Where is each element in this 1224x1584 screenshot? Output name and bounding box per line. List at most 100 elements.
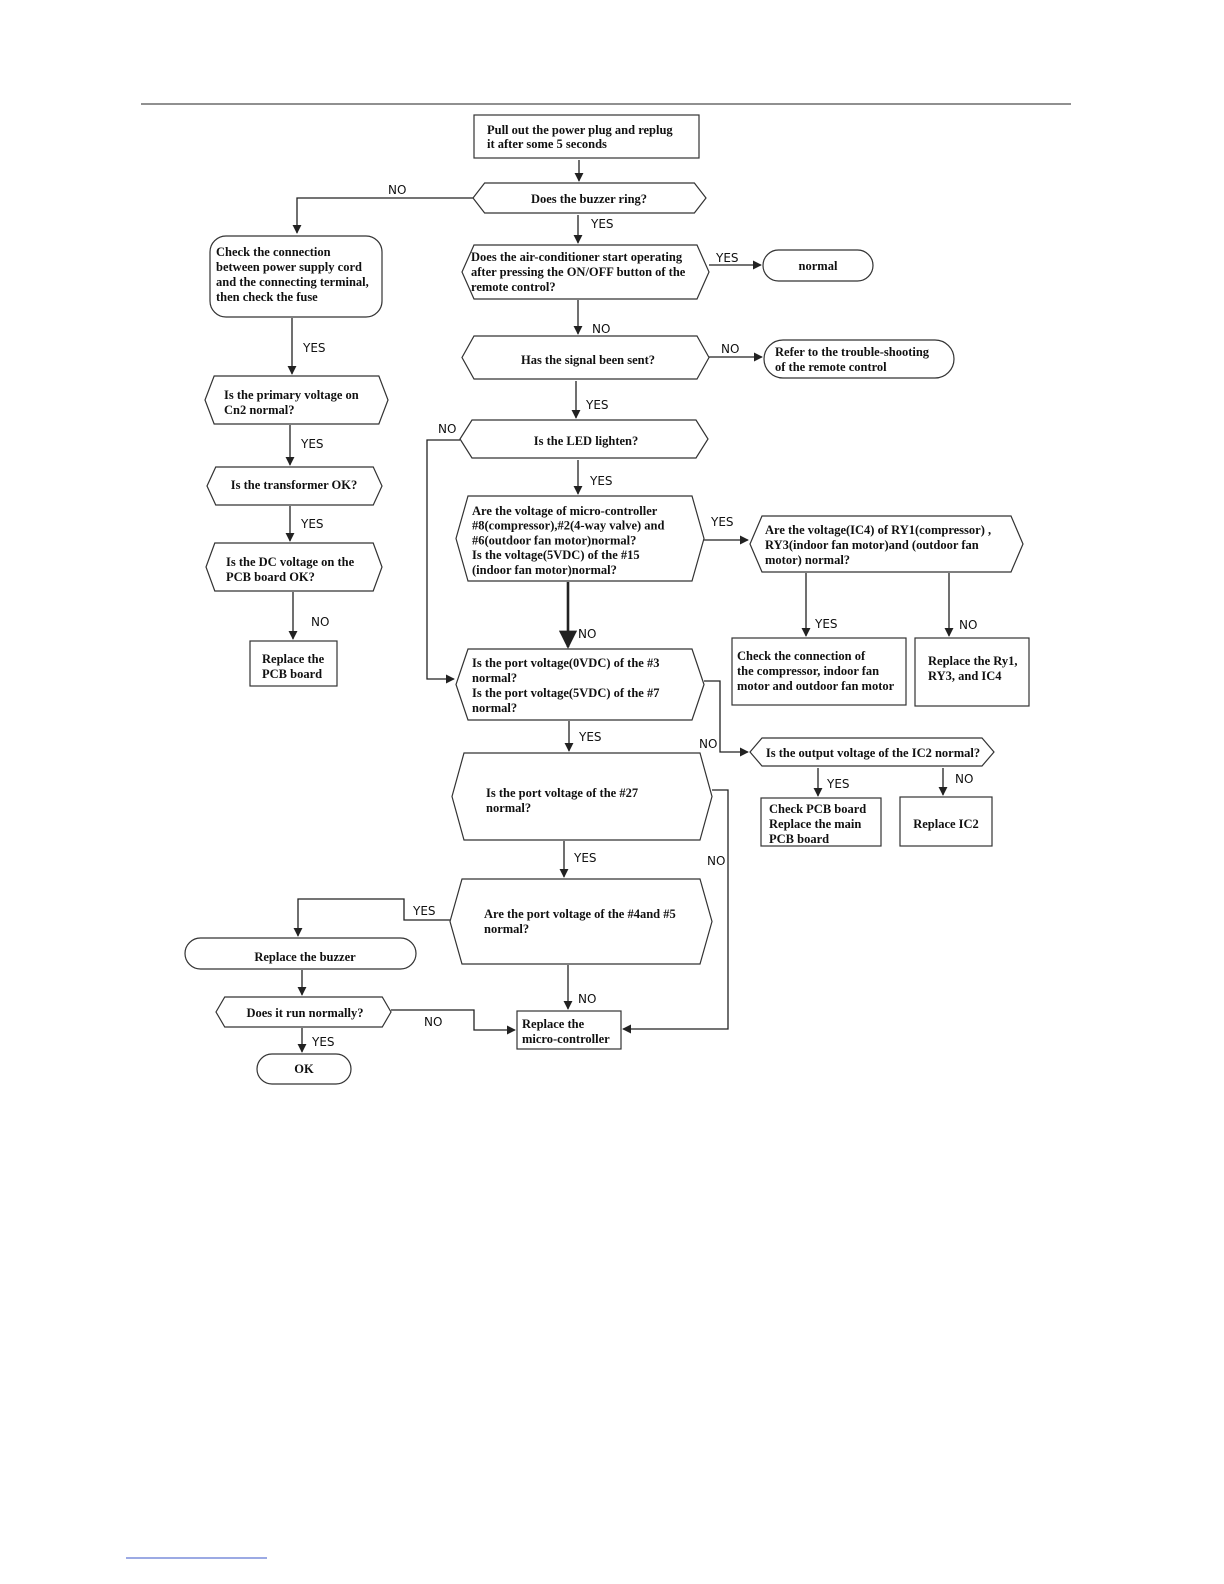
decision-shape	[206, 466, 383, 506]
node-text-line: Cn2 normal?	[224, 403, 295, 417]
edge-label-yes: YES	[710, 515, 734, 529]
decision-shape	[455, 495, 705, 582]
node-text-line: Is the port voltage of the #27	[486, 786, 638, 800]
edge-label-no: NO	[424, 1015, 442, 1029]
edge-label-yes: YES	[311, 1035, 335, 1049]
edge-label-yes: YES	[300, 437, 324, 451]
edge-label-yes: YES	[573, 851, 597, 865]
rect-shape	[731, 637, 907, 706]
edge-label-no: NO	[955, 772, 973, 786]
node-text-line: remote control?	[471, 280, 556, 294]
edge-label-no: NO	[721, 342, 739, 356]
rounded-shape	[209, 235, 383, 318]
node-text-line: Is the voltage(5VDC) of the #15	[472, 548, 640, 562]
node-signal: Has the signal been sent?	[461, 335, 710, 380]
node-micro-voltage: Are the voltage of micro-controller#8(co…	[455, 495, 705, 582]
node-replace-buzzer: Replace the buzzer	[184, 937, 417, 970]
edge-label-no: NO	[578, 627, 596, 641]
edge-label-yes: YES	[590, 217, 614, 231]
node-normal: normal	[762, 249, 874, 282]
node-text-line: #8(compressor),#2(4-way valve) and	[472, 519, 664, 533]
node-text-line: #6(outdoor fan motor)normal?	[472, 533, 636, 547]
node-text-line: PCB board	[769, 832, 829, 846]
node-text-line: OK	[294, 1062, 314, 1076]
node-text-line: RY3(indoor fan motor)and (outdoor fan	[765, 538, 979, 552]
node-ic4: Are the voltage(IC4) of RY1(compressor) …	[749, 515, 1024, 573]
terminal-shape	[762, 249, 874, 282]
node-text-line: PCB board OK?	[226, 570, 315, 584]
edge-label-yes: YES	[578, 730, 602, 744]
node-text-line: micro-controller	[522, 1032, 610, 1046]
edge-label-no: NO	[699, 737, 717, 751]
rect-shape	[899, 796, 993, 847]
decision-shape	[461, 244, 710, 300]
node-text-line: Pull out the power plug and replug	[487, 123, 673, 137]
node-run-normally: Does it run normally?	[215, 996, 392, 1028]
node-text-line: Replace IC2	[913, 817, 979, 831]
terminal-shape	[256, 1053, 352, 1085]
terminal-shape	[184, 937, 417, 970]
node-port4-5: Are the port voltage of the #4and #5norm…	[449, 878, 713, 965]
edge-port27-no	[622, 789, 729, 1034]
edge-label-yes: YES	[412, 904, 436, 918]
node-text-line: Does the air-conditioner start operating	[471, 250, 683, 264]
node-text-line: motor) normal?	[765, 553, 850, 567]
node-led: Is the LED lighten?	[459, 419, 709, 459]
node-text-line: Replace the	[522, 1017, 585, 1031]
node-text-line: Replace the Ry1,	[928, 654, 1017, 668]
rect-shape	[914, 637, 1030, 707]
node-text-line: Does the buzzer ring?	[531, 192, 647, 206]
node-text-line: normal?	[472, 701, 517, 715]
edge-label-no: NO	[311, 615, 329, 629]
decision-shape	[449, 878, 713, 965]
node-text-line: Replace the buzzer	[254, 950, 356, 964]
node-text-line: between power supply cord	[216, 260, 362, 274]
node-text-line: normal?	[486, 801, 531, 815]
node-text-line: of the remote control	[775, 360, 887, 374]
edge-port37-no	[704, 680, 749, 757]
node-replace-ic2: Replace IC2	[899, 796, 993, 847]
decision-shape	[451, 752, 713, 841]
node-text-line: the compressor, indoor fan	[737, 664, 879, 678]
node-text-line: normal?	[484, 922, 529, 936]
node-transformer: Is the transformer OK?	[206, 466, 383, 506]
node-text-line: then check the fuse	[216, 290, 318, 304]
node-text-line: and the connecting terminal,	[216, 275, 369, 289]
node-text-line: Is the LED lighten?	[534, 434, 639, 448]
edges-layer	[285, 160, 954, 1053]
terminal-shape	[763, 339, 955, 379]
edge-label-no: NO	[578, 992, 596, 1006]
node-text-line: Are the voltage(IC4) of RY1(compressor) …	[765, 523, 991, 537]
node-text-line: Is the port voltage(0VDC) of the #3	[472, 656, 659, 670]
node-text-line: normal?	[472, 671, 517, 685]
edge-label-yes: YES	[302, 341, 326, 355]
node-text-line: normal	[799, 259, 838, 273]
decision-shape	[749, 737, 995, 767]
edge-label-no: NO	[388, 183, 406, 197]
edge-buzzer-no	[292, 197, 473, 234]
edge-label-no: NO	[592, 322, 610, 336]
node-port3-7: Is the port voltage(0VDC) of the #3norma…	[455, 648, 705, 721]
rect-shape	[249, 640, 338, 687]
node-text-line: Is the primary voltage on	[224, 388, 359, 402]
decision-shape	[215, 996, 392, 1028]
node-ok: OK	[256, 1053, 352, 1085]
node-text-line: it after some 5 seconds	[487, 137, 607, 151]
node-text-line: Check the connection of	[737, 649, 866, 663]
node-text-line: (indoor fan motor)normal?	[472, 563, 617, 577]
node-text-line: Is the port voltage(5VDC) of the #7	[472, 686, 659, 700]
decision-shape	[461, 335, 710, 380]
node-text-line: motor and outdoor fan motor	[737, 679, 895, 693]
